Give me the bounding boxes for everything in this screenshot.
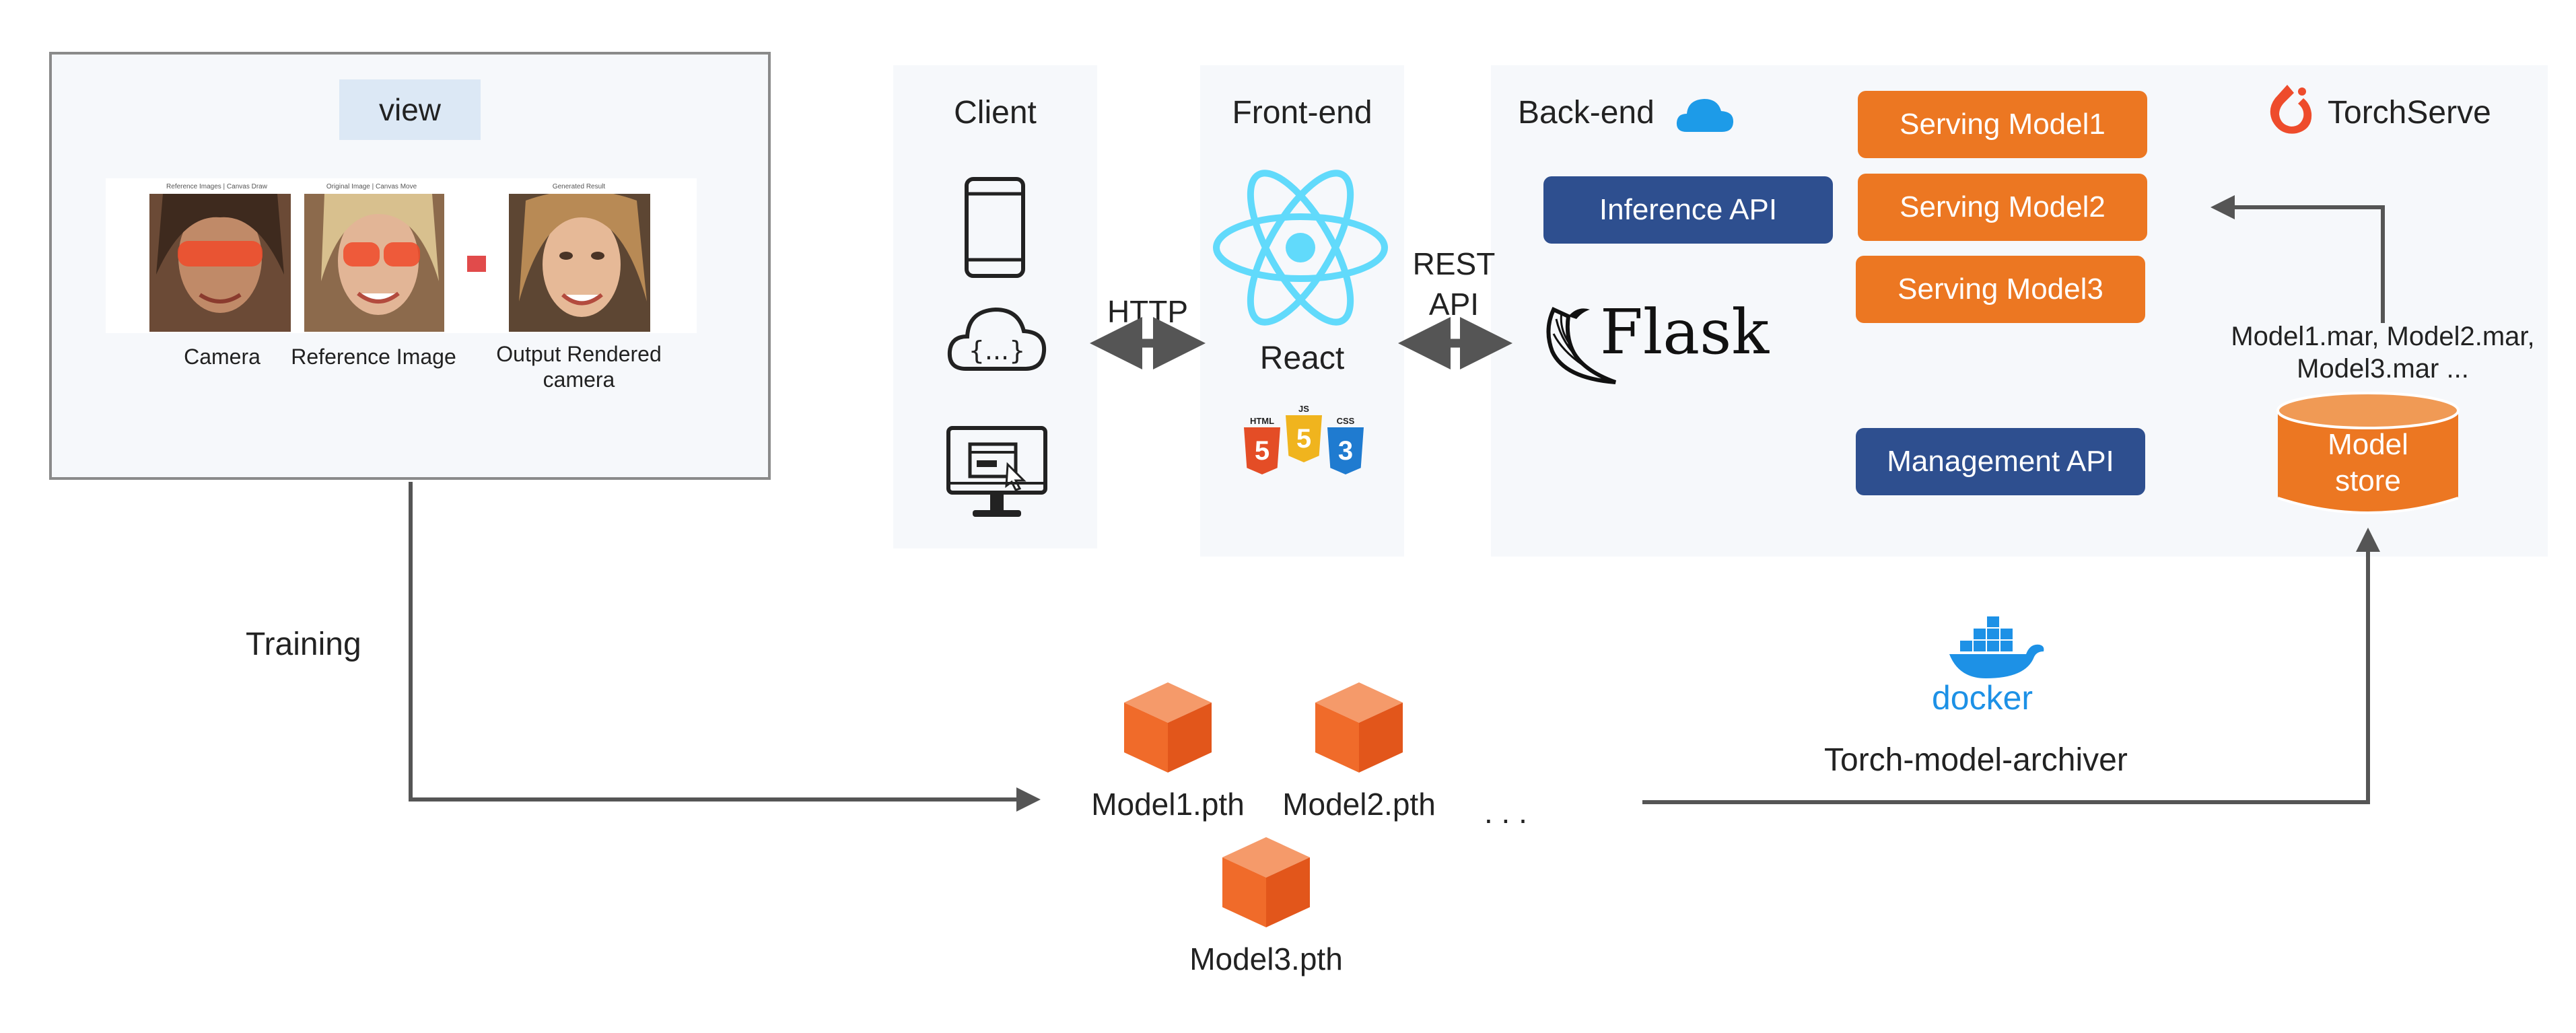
model3-cube-icon xyxy=(1222,837,1310,927)
face-image-output xyxy=(509,194,650,332)
rest-label: REST xyxy=(1412,246,1496,281)
model2-label: Model2.pth xyxy=(1282,787,1436,822)
image-header-generated: Generated Result xyxy=(552,183,606,190)
mar-files-line1: Model1.mar, Model2.mar, xyxy=(2231,322,2535,351)
serving-model3-box: Serving Model3 xyxy=(1856,256,2145,323)
pytorch-flame-icon xyxy=(2270,85,2312,134)
view-title-badge: view xyxy=(339,79,481,140)
mar-files-line2: Model3.mar ... xyxy=(2297,354,2469,384)
management-api-box: Management API xyxy=(1856,428,2145,495)
image-header-reference: Reference Images | Canvas Draw xyxy=(166,183,267,190)
model-store-line2: store xyxy=(2335,464,2401,497)
flask-wordmark: Flask xyxy=(1600,296,1770,368)
react-label: React xyxy=(1259,341,1345,376)
image-header-original: Original Image | Canvas Move xyxy=(326,183,417,190)
model1-cube-icon xyxy=(1124,682,1212,773)
ellipsis: . . . xyxy=(1484,795,1527,830)
archiver-arrow xyxy=(1642,528,2380,804)
face-image-camera xyxy=(149,194,291,332)
caption-camera: Camera xyxy=(184,345,260,369)
inference-api-box: Inference API xyxy=(1543,176,1833,244)
training-label: Training xyxy=(246,627,361,662)
model3-label: Model3.pth xyxy=(1189,941,1343,976)
model1-label: Model1.pth xyxy=(1091,787,1245,822)
backend-title: Back-end xyxy=(1518,95,1655,131)
torchserve-label: TorchServe xyxy=(2328,95,2491,131)
store-to-serving-arrow xyxy=(2211,195,2385,323)
smartphone-icon xyxy=(965,177,1025,278)
css3-text: CSS xyxy=(1336,416,1355,426)
css3-icon: CSS 3 xyxy=(1325,416,1366,483)
caption-output-line1: Output Rendered xyxy=(496,342,662,366)
html5-text: HTML xyxy=(1249,416,1275,426)
serving-model2-box: Serving Model2 xyxy=(1858,174,2147,241)
view-title: view xyxy=(378,92,442,127)
monitor-icon xyxy=(946,426,1047,517)
react-logo-icon xyxy=(1213,170,1388,326)
model-store-cylinder xyxy=(2276,392,2460,514)
css3-num: 3 xyxy=(1337,435,1354,466)
api-label: API xyxy=(1428,287,1480,322)
docker-whale-icon xyxy=(1949,616,2044,678)
svg-text:{...}: {...} xyxy=(969,336,1026,365)
caption-reference-image: Reference Image xyxy=(291,345,456,369)
cloud-icon xyxy=(1676,99,1734,132)
face-image-reference xyxy=(304,194,444,332)
docker-wordmark: docker xyxy=(1932,679,2033,717)
transfer-marker xyxy=(467,256,486,272)
js-text: JS xyxy=(1298,404,1309,414)
js-icon: JS 5 xyxy=(1284,404,1324,471)
js-num: 5 xyxy=(1296,423,1312,454)
training-arrow xyxy=(409,482,1041,812)
model-store-line1: Model xyxy=(2328,428,2408,461)
torch-model-archiver-label: Torch-model-archiver xyxy=(1824,742,2128,778)
cloud-code-icon: {...} xyxy=(947,307,1047,371)
client-title: Client xyxy=(954,95,1037,131)
model2-cube-icon xyxy=(1315,682,1403,773)
caption-output-line2: camera xyxy=(543,367,615,392)
frontend-title: Front-end xyxy=(1232,95,1372,131)
client-panel xyxy=(893,65,1097,548)
flask-horn-icon xyxy=(1546,307,1617,384)
html5-num: 5 xyxy=(1254,435,1270,466)
html5-icon: HTML 5 xyxy=(1242,416,1282,483)
frontend-panel xyxy=(1200,65,1404,557)
serving-model1-box: Serving Model1 xyxy=(1858,91,2147,158)
